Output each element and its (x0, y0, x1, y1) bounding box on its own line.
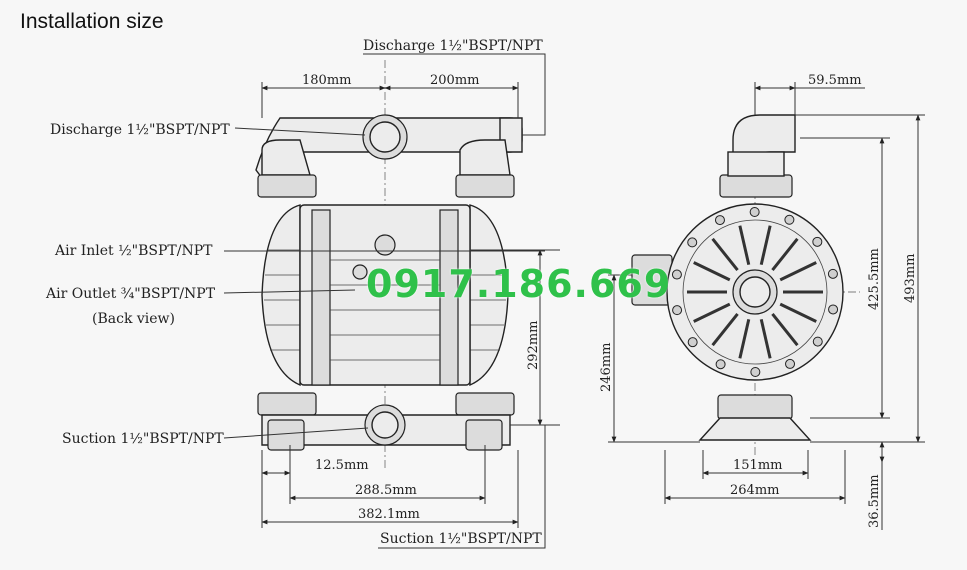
suction-left-label: Suction 1½"BSPT/NPT (62, 431, 224, 447)
disc-bolt (784, 214, 795, 225)
disc-bolt (749, 207, 760, 218)
dim-59-5mm: 59.5mm (808, 73, 862, 88)
dim-246mm: 246mm (599, 343, 614, 392)
dim-200mm: 200mm (430, 73, 479, 88)
disc-rib (779, 302, 817, 323)
front-dimensions (223, 53, 560, 549)
dim-12-5mm: 12.5mm (315, 458, 369, 473)
disc-rib (738, 318, 751, 359)
dim-292mm: 292mm (526, 321, 541, 370)
disc-bolt (812, 236, 823, 247)
disc-bolt (671, 269, 682, 280)
phone-watermark: 0917.186.669 (366, 262, 672, 306)
disc-rib (771, 312, 799, 347)
disc-bolt (672, 305, 683, 316)
disc-rib (779, 261, 817, 282)
dim-151mm: 151mm (733, 458, 782, 473)
side-view (631, 95, 860, 455)
disc-rib (759, 225, 772, 266)
disc-bolt (714, 215, 725, 226)
disc-bolt (827, 268, 838, 279)
air-inlet-label: Air Inlet ½"BSPT/NPT (54, 243, 213, 259)
side-dimensions (608, 82, 925, 530)
disc-bolt (828, 304, 839, 315)
dim-36-5mm: 36.5mm (867, 474, 882, 528)
page-title: Installation size (20, 10, 164, 33)
disc-bolt (687, 337, 698, 348)
disc-rib (711, 312, 739, 347)
disc-rib (711, 237, 739, 272)
disc-bolt (715, 359, 726, 370)
dim-425-5mm: 425.5mm (867, 248, 882, 310)
disc-rib (759, 318, 772, 359)
disc-rib (738, 225, 751, 266)
disc-bolt (687, 237, 698, 248)
front-view (255, 60, 523, 470)
air-outlet-label: Air Outlet ¾"BSPT/NPT (45, 286, 216, 302)
disc-rib (693, 261, 731, 282)
discharge-top-label: Discharge 1½"BSPT/NPT (363, 38, 543, 54)
disc-rib (771, 237, 799, 272)
discharge-left-label: Discharge 1½"BSPT/NPT (50, 122, 230, 138)
dim-288-5mm: 288.5mm (355, 483, 417, 498)
dim-493mm: 493mm (903, 254, 918, 303)
dim-180mm: 180mm (302, 73, 351, 88)
disc-bolt (785, 358, 796, 369)
side-ribs (671, 207, 839, 377)
disc-rib (693, 302, 731, 323)
back-view-label: (Back view) (92, 311, 175, 327)
dim-382-1mm: 382.1mm (358, 507, 420, 522)
disc-bolt (750, 366, 761, 377)
disc-bolt (812, 336, 823, 347)
dim-264mm: 264mm (730, 483, 779, 498)
suction-bottom-label: Suction 1½"BSPT/NPT (380, 531, 542, 547)
